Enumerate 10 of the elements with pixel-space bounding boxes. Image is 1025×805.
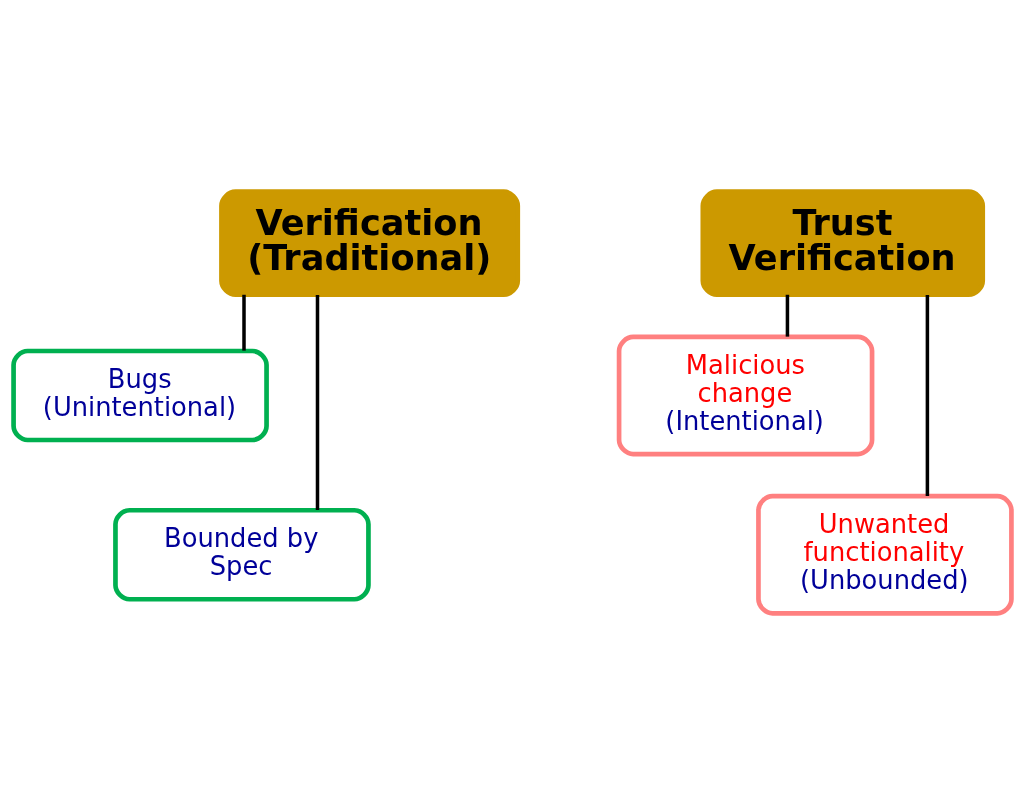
node-box: Verification (Traditional) [219, 189, 521, 298]
node-box: Bounded by Spec [113, 507, 371, 602]
node-box: Bugs (Unintentional) [11, 348, 269, 443]
node-box: Malicious change (Intentional) [616, 334, 875, 457]
connector [785, 294, 790, 337]
connector [242, 294, 246, 351]
node-box: Unwanted functionality (Unbounded) [756, 493, 1014, 616]
connector [315, 295, 320, 510]
connector [925, 295, 930, 496]
node-box: Trust Verification [700, 189, 986, 298]
